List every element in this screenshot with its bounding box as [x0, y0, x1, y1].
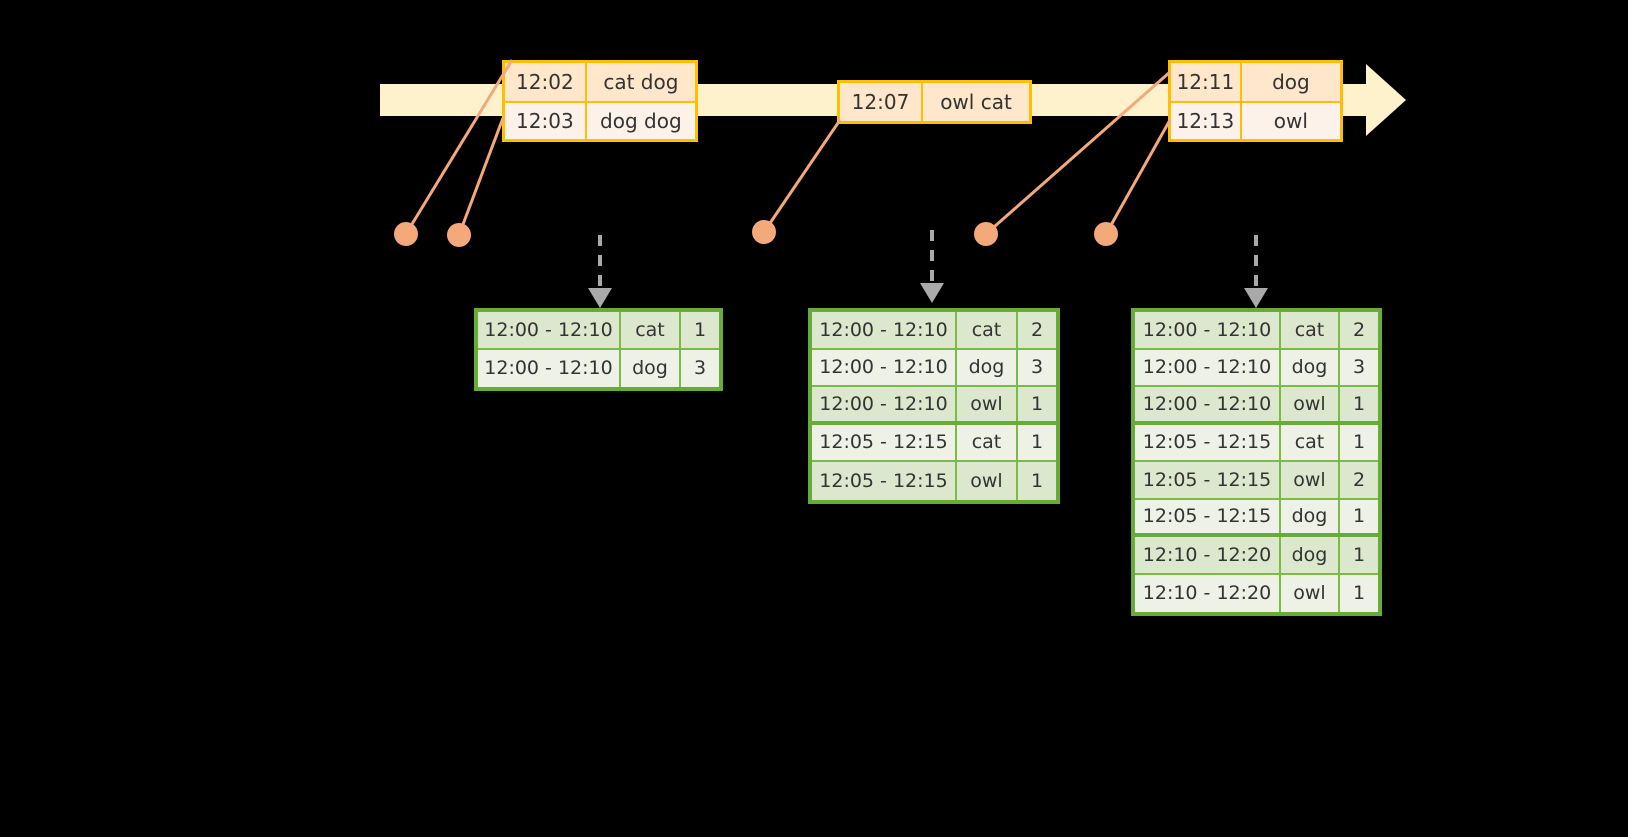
cell-count: 2	[1340, 462, 1378, 498]
cell-window: 12:00 - 12:10	[812, 387, 957, 421]
cell-key: cat	[1281, 312, 1340, 348]
cell-count: 1	[1018, 424, 1056, 460]
cell-window: 12:00 - 12:10	[1135, 387, 1281, 421]
cell-count: 1	[1018, 462, 1056, 500]
cell-count: 3	[1018, 349, 1056, 385]
cell-window: 12:05 - 12:15	[812, 462, 957, 500]
connector-line-3	[762, 119, 842, 233]
emit-arrowhead-1	[588, 288, 612, 308]
event-time: 12:13	[1171, 103, 1242, 139]
cell-window: 12:00 - 12:10	[478, 349, 621, 387]
event-row[interactable]: 12:03 dog dog	[505, 101, 695, 139]
cell-window: 12:00 - 12:10	[812, 349, 957, 385]
trigger-dot-3[interactable]	[752, 220, 776, 244]
cell-count: 3	[1340, 349, 1378, 385]
cell-count: 1	[1340, 387, 1378, 421]
cell-key: owl	[1281, 387, 1340, 421]
cell-key: cat	[621, 312, 681, 348]
cell-count: 1	[1018, 387, 1056, 421]
cell-window: 12:00 - 12:10	[812, 312, 957, 348]
trigger-dots[interactable]	[394, 220, 1118, 247]
cell-key: cat	[1281, 424, 1340, 460]
cell-window: 12:00 - 12:10	[1135, 349, 1281, 385]
event-row[interactable]: 12:11 dog	[1171, 63, 1340, 101]
cell-window: 12:00 - 12:10	[1135, 312, 1281, 348]
timeline-arrowhead-icon	[1366, 64, 1406, 136]
cell-key: cat	[957, 424, 1018, 460]
event-time: 12:02	[505, 63, 587, 101]
cell-key: dog	[621, 349, 681, 387]
event-row[interactable]: 12:02 cat dog	[505, 63, 695, 101]
cell-window: 12:10 - 12:20	[1135, 537, 1281, 573]
cell-window: 12:05 - 12:15	[812, 424, 957, 460]
cell-count: 2	[1340, 312, 1378, 348]
event-text: dog dog	[586, 103, 695, 139]
cell-count: 1	[681, 312, 719, 348]
cell-key: owl	[957, 462, 1018, 500]
cell-key: owl	[957, 387, 1018, 421]
cell-key: dog	[1281, 499, 1340, 533]
emit-arrowhead-2	[920, 283, 944, 303]
cell-key: dog	[1281, 537, 1340, 573]
connector-line-5	[1104, 119, 1172, 235]
emit-arrowhead-3	[1244, 288, 1268, 308]
event-time: 12:07	[840, 83, 923, 121]
cell-window: 12:00 - 12:10	[478, 312, 621, 348]
event-row[interactable]: 12:07 owl cat	[840, 83, 1029, 121]
event-group-3[interactable]: 12:11 dog 12:13 owl	[1168, 60, 1343, 142]
cell-key: owl	[1281, 462, 1340, 498]
event-time: 12:03	[505, 103, 587, 139]
cell-count: 1	[1340, 537, 1378, 573]
cell-window: 12:05 - 12:15	[1135, 424, 1281, 460]
cell-key: owl	[1281, 574, 1340, 612]
cell-count: 3	[681, 349, 719, 387]
event-group-2[interactable]: 12:07 owl cat	[837, 80, 1032, 124]
trigger-dot-5[interactable]	[1094, 222, 1118, 246]
event-text: owl cat	[923, 83, 1029, 121]
cell-window: 12:05 - 12:15	[1135, 462, 1281, 498]
cell-window: 12:10 - 12:20	[1135, 574, 1281, 612]
cell-count: 1	[1340, 424, 1378, 460]
event-group-1[interactable]: 12:02 cat dog 12:03 dog dog	[502, 60, 698, 142]
cell-count: 2	[1018, 312, 1056, 348]
emit-arrows	[598, 230, 1258, 288]
trigger-dot-1[interactable]	[394, 222, 418, 246]
emit-arrowheads	[588, 283, 1268, 308]
cell-count: 1	[1340, 499, 1378, 533]
trigger-dot-2[interactable]	[447, 223, 471, 247]
trigger-dot-4[interactable]	[974, 222, 998, 246]
event-text: owl	[1241, 103, 1340, 139]
event-time: 12:11	[1171, 63, 1242, 101]
event-row[interactable]: 12:13 owl	[1171, 101, 1340, 139]
cell-count: 1	[1340, 574, 1378, 612]
event-text: cat dog	[586, 63, 695, 101]
connector-line-2	[457, 117, 505, 236]
event-text: dog	[1241, 63, 1340, 101]
cell-window: 12:05 - 12:15	[1135, 499, 1281, 533]
cell-key: dog	[1281, 349, 1340, 385]
cell-key: dog	[957, 349, 1018, 385]
cell-key: cat	[957, 312, 1018, 348]
